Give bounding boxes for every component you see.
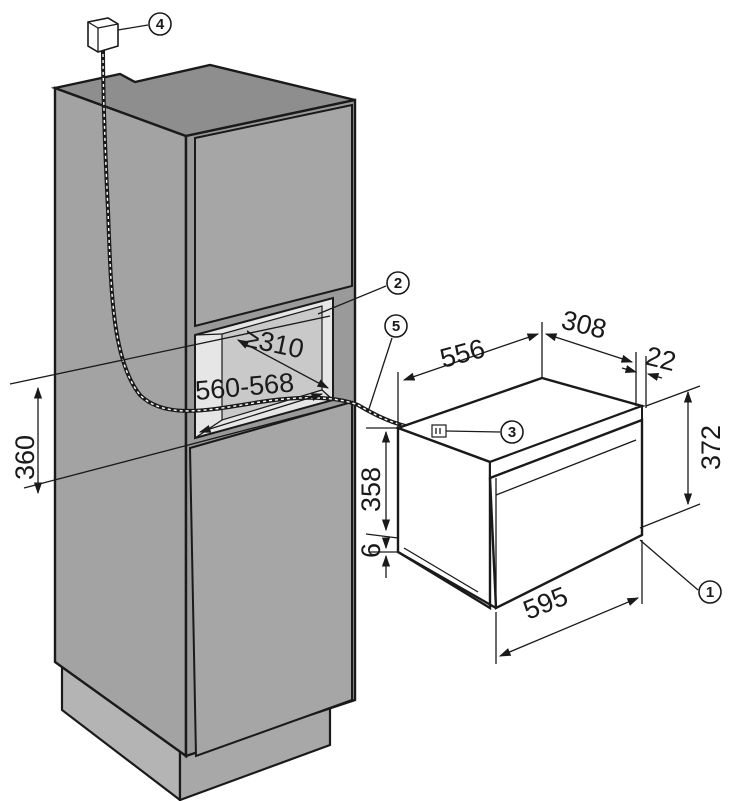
callout-5: 5 [367,314,408,413]
junction-box [87,17,119,53]
appliance-front [488,418,644,610]
dim-appliance-height-label: 372 [696,425,726,470]
dim-housing-height-label: 358 [356,467,386,512]
callout-3-number: 3 [508,424,516,441]
dim-appliance-depth-label: 556 [437,333,488,374]
appliance-connector [431,424,447,438]
callout-2-number: 2 [394,275,402,292]
appliance-side [396,426,492,611]
callout-1-number: 1 [706,584,714,601]
cabinet-side-panel [53,86,188,759]
appliance [394,376,646,611]
supply-cable [101,47,441,434]
dim-niche-height-label: 360 [10,435,40,480]
callout-3: 3 [445,420,524,444]
tall-cabinet [50,63,357,801]
callout-4-number: 4 [156,16,165,33]
callout-2: 2 [317,271,410,315]
cabinet-lower-door [188,400,353,758]
callout-5-number: 5 [392,318,400,335]
cabinet-upper-door [194,103,353,328]
callout-1: 1 [639,539,722,604]
dim-front-panel-label: 22 [643,341,679,377]
dimension-lines [9,315,701,664]
dim-base-gap-label: 6 [356,543,386,558]
callout-4: 4 [117,12,172,36]
dim-appliance-depth-front-label: 308 [559,305,610,345]
